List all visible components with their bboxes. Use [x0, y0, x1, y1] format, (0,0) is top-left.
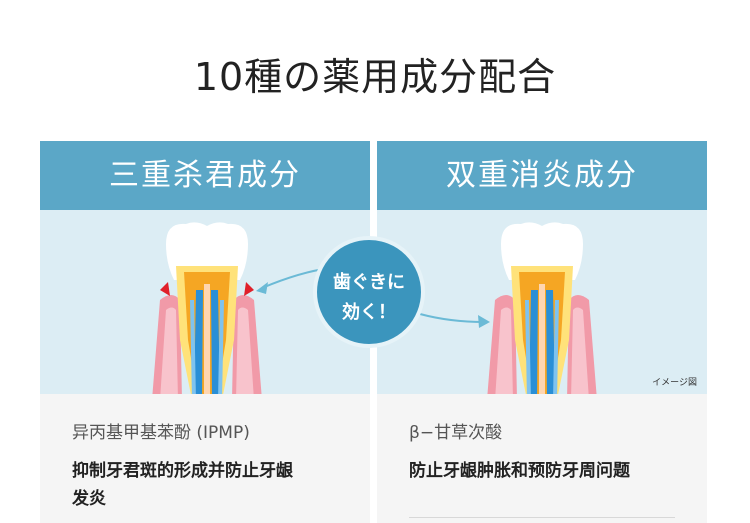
- page-title: 10種の薬用成分配合: [193, 55, 557, 99]
- ingredient-card-left: 三重杀君成分 异丙基甲基苯酚 (IPMP) 抑制牙君斑的形成并防止牙龈: [40, 141, 370, 523]
- tooth-illustration-right: イメージ図: [377, 210, 707, 394]
- tooth-icon: [152, 222, 262, 394]
- ingredient-name: 异丙基甲基苯酚 (IPMP): [72, 423, 250, 443]
- badge-line1: 歯ぐきに: [333, 272, 405, 293]
- tooth-icon: [487, 222, 597, 394]
- ingredient-name: β−甘草次酸: [409, 423, 503, 443]
- effect-badge: 歯ぐきに 効く！: [313, 236, 425, 348]
- card-header-left: 三重杀君成分: [40, 141, 370, 210]
- card-header-right: 双重消炎成分: [377, 141, 707, 210]
- image-note: イメージ図: [652, 378, 697, 388]
- ingredient-card-right: 双重消炎成分 イメージ図 β−甘草次酸 防止牙龈肿胀和预防牙周问题: [377, 141, 707, 523]
- ingredient-effect-line2: 发炎: [72, 489, 106, 509]
- ingredient-effect-line1: 抑制牙君斑的形成并防止牙龈: [72, 461, 293, 481]
- divider: [409, 517, 675, 518]
- badge-line2: 効く！: [342, 302, 396, 323]
- ingredient-effect-line1: 防止牙龈肿胀和预防牙周问题: [409, 461, 630, 481]
